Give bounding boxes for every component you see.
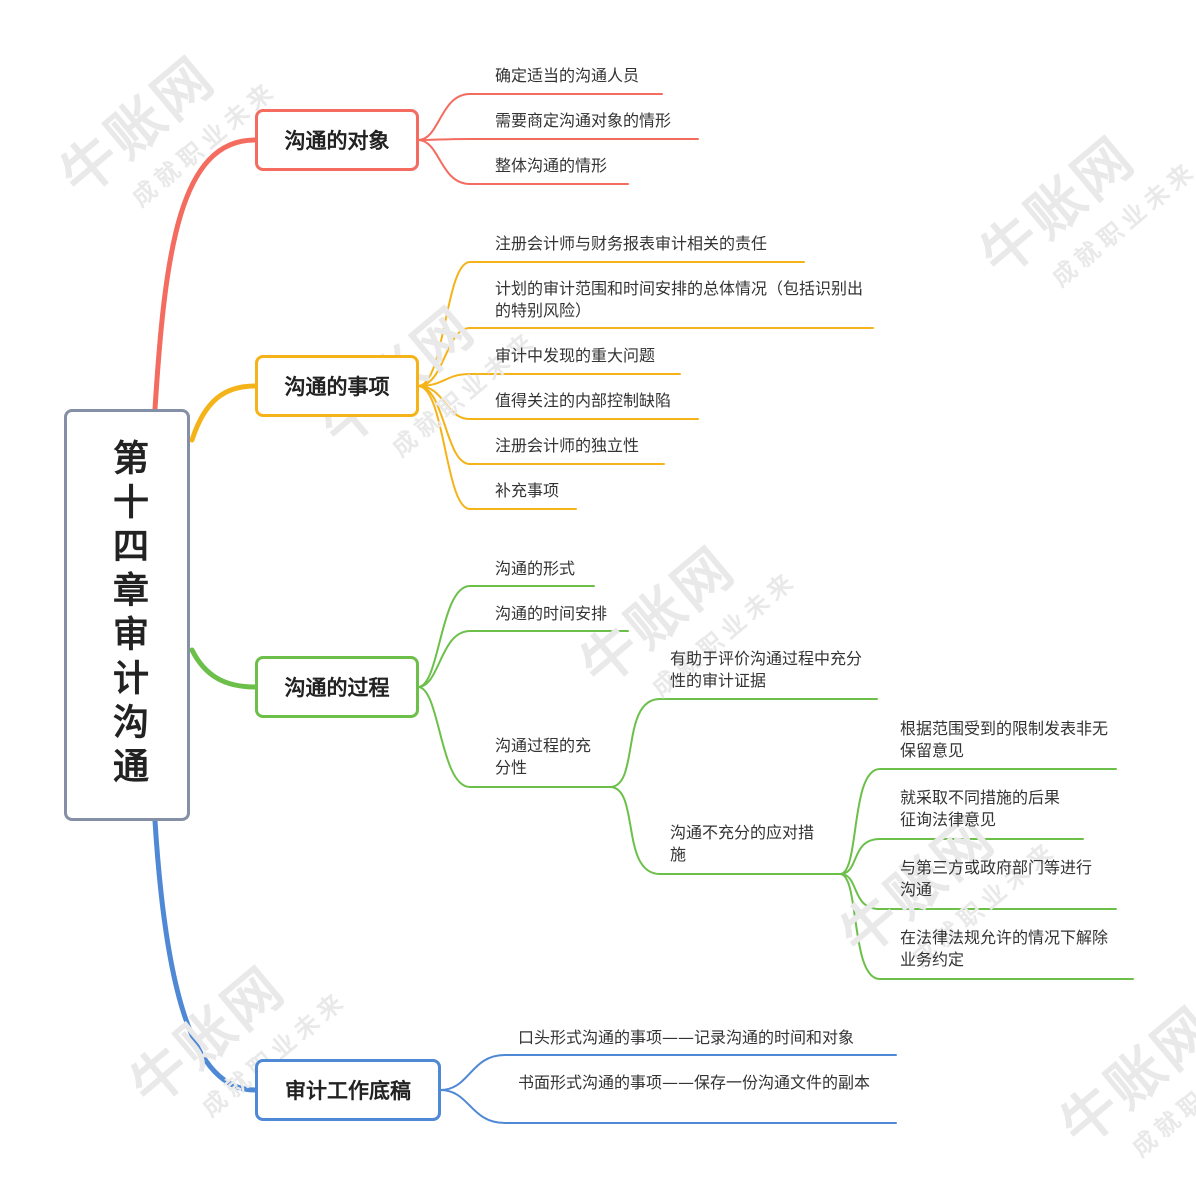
leaf-topic[interactable]: 值得关注的内部控制缺陷 [495, 391, 672, 410]
leaf-topic[interactable]: 计划的审计范围和时间安排的总体情况（包括识别出的特别风险） [495, 279, 864, 320]
leaf-topic[interactable]: 审计中发现的重大问题 [495, 346, 656, 365]
connector-root-orange [189, 383, 258, 443]
response-topic[interactable]: 与第三方或政府部门等进行沟通 [900, 858, 1093, 899]
branch-communication-object[interactable]: 沟通的对象 [255, 109, 419, 171]
leaf-topic[interactable]: 整体沟通的情形 [495, 156, 608, 175]
leaf-topic[interactable]: 确定适当的沟通人员 [495, 66, 640, 85]
branch-communication-matters[interactable]: 沟通的事项 [255, 355, 419, 417]
leaf-topic[interactable]: 口头形式沟通的事项——记录沟通的时间和对象 [518, 1028, 855, 1047]
branch-communication-process[interactable]: 沟通的过程 [255, 656, 419, 718]
response-topic[interactable]: 根据范围受到的限制发表非无保留意见 [900, 719, 1109, 760]
root-topic[interactable]: 第十四章审计沟通 [64, 409, 190, 821]
branch-audit-working-papers[interactable]: 审计工作底稿 [255, 1059, 441, 1121]
leaf-topic[interactable]: 需要商定沟通对象的情形 [495, 111, 672, 130]
subtopic[interactable]: 沟通不充分的应对措施 [670, 823, 815, 864]
connector-root-green [189, 647, 258, 690]
leaf-topic[interactable]: 注册会计师与财务报表审计相关的责任 [495, 234, 768, 253]
response-topic[interactable]: 就采取不同措施的后果征询法律意见 [900, 788, 1061, 829]
connector-root-red [152, 137, 258, 412]
connector-root-blue [152, 818, 258, 1093]
response-topic[interactable]: 在法律法规允许的情况下解除业务约定 [900, 928, 1109, 969]
leaf-topic[interactable]: 书面形式沟通的事项——保存一份沟通文件的副本 [518, 1073, 871, 1092]
subtopic[interactable]: 有助于评价沟通过程中充分性的审计证据 [670, 649, 863, 690]
leaf-topic[interactable]: 补充事项 [495, 481, 560, 500]
leaf-topic[interactable]: 沟通的形式 [495, 559, 576, 578]
leaf-topic[interactable]: 沟通的时间安排 [495, 604, 608, 623]
leaf-topic[interactable]: 沟通过程的充分性 [495, 736, 592, 777]
leaf-topic[interactable]: 注册会计师的独立性 [495, 436, 640, 455]
